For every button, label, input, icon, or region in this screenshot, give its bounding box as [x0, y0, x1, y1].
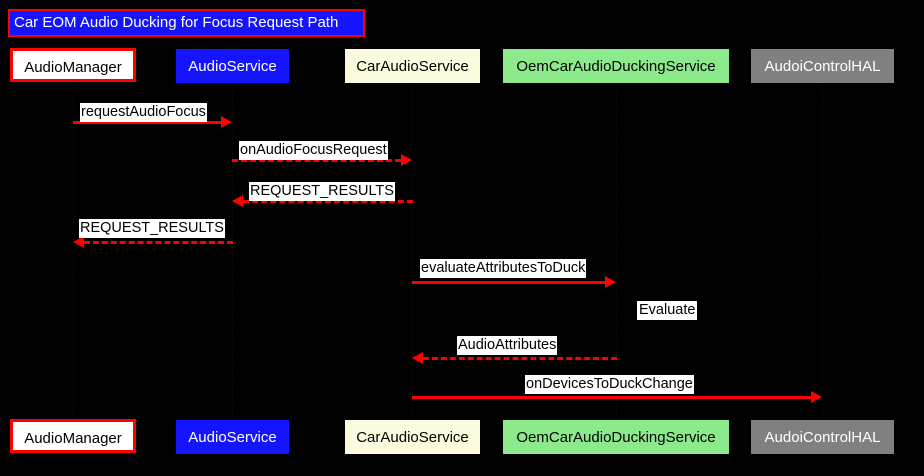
- message-label-on-audio-focus-request: onAudioFocusRequest: [239, 141, 388, 160]
- participant-label: AudoiControlHAL: [764, 58, 881, 75]
- message-line-request-results-to-audio-service: [243, 200, 413, 203]
- participant-label: OemCarAudioDuckingService: [516, 58, 716, 75]
- lifeline-audoi-control-hal: [822, 86, 823, 416]
- participant-car-audio-service-bottom[interactable]: CarAudioService: [345, 420, 480, 454]
- message-line-request-results-to-audio-manager: [84, 241, 233, 244]
- participant-oem-car-audio-ducking-service-bottom[interactable]: OemCarAudioDuckingService: [503, 420, 729, 454]
- arrow-head-evaluate-attributes-to-duck: [605, 276, 616, 288]
- lifeline-audio-manager: [73, 86, 74, 416]
- message-label-on-devices-to-duck-change: onDevicesToDuckChange: [525, 375, 694, 394]
- participant-label: AudioManager: [24, 59, 122, 76]
- participant-label: AudoiControlHAL: [764, 429, 881, 446]
- participant-car-audio-service-top[interactable]: CarAudioService: [345, 49, 480, 83]
- arrow-head-request-audio-focus: [221, 116, 232, 128]
- message-label-request-results-to-audio-manager: REQUEST_RESULTS: [79, 219, 225, 238]
- message-label-evaluate-note: Evaluate: [637, 301, 698, 320]
- participant-oem-car-audio-ducking-service-top[interactable]: OemCarAudioDuckingService: [503, 49, 729, 83]
- message-line-request-audio-focus: [73, 121, 221, 124]
- lifeline-car-audio-service: [412, 86, 413, 416]
- participant-audio-service-bottom[interactable]: AudioService: [176, 420, 289, 454]
- participant-audio-manager-top[interactable]: AudioManager: [10, 48, 136, 82]
- message-line-evaluate-attributes-to-duck: [412, 281, 605, 284]
- participant-audoi-control-hal-bottom[interactable]: AudoiControlHAL: [751, 420, 894, 454]
- message-label-request-results-to-audio-service: REQUEST_RESULTS: [249, 182, 395, 201]
- diagram-title: Car EOM Audio Ducking for Focus Request …: [8, 9, 365, 37]
- lifeline-oem-car-audio-ducking-service: [616, 86, 617, 416]
- participant-label: AudioService: [188, 58, 277, 75]
- lifeline-audio-service: [232, 86, 233, 416]
- participant-label: AudioManager: [24, 430, 122, 447]
- participant-audio-service-top[interactable]: AudioService: [176, 49, 289, 83]
- message-label-request-audio-focus: requestAudioFocus: [80, 103, 207, 122]
- arrow-head-request-results-to-audio-manager: [73, 236, 84, 248]
- participant-label: OemCarAudioDuckingService: [516, 429, 716, 446]
- arrow-head-on-audio-focus-request: [401, 154, 412, 166]
- message-line-audio-attributes: [423, 357, 617, 360]
- participant-label: AudioService: [188, 429, 277, 446]
- arrow-head-request-results-to-audio-service: [232, 195, 243, 207]
- participant-label: CarAudioService: [356, 58, 469, 75]
- participant-audoi-control-hal-top[interactable]: AudoiControlHAL: [751, 49, 894, 83]
- arrow-head-on-devices-to-duck-change: [811, 391, 822, 403]
- arrow-head-audio-attributes: [412, 352, 423, 364]
- message-label-evaluate-attributes-to-duck: evaluateAttributesToDuck: [420, 259, 587, 278]
- participant-audio-manager-bottom[interactable]: AudioManager: [10, 419, 136, 453]
- participant-label: CarAudioService: [356, 429, 469, 446]
- message-label-audio-attributes: AudioAttributes: [457, 336, 558, 355]
- message-line-on-audio-focus-request: [232, 159, 401, 162]
- message-line-on-devices-to-duck-change: [412, 396, 811, 399]
